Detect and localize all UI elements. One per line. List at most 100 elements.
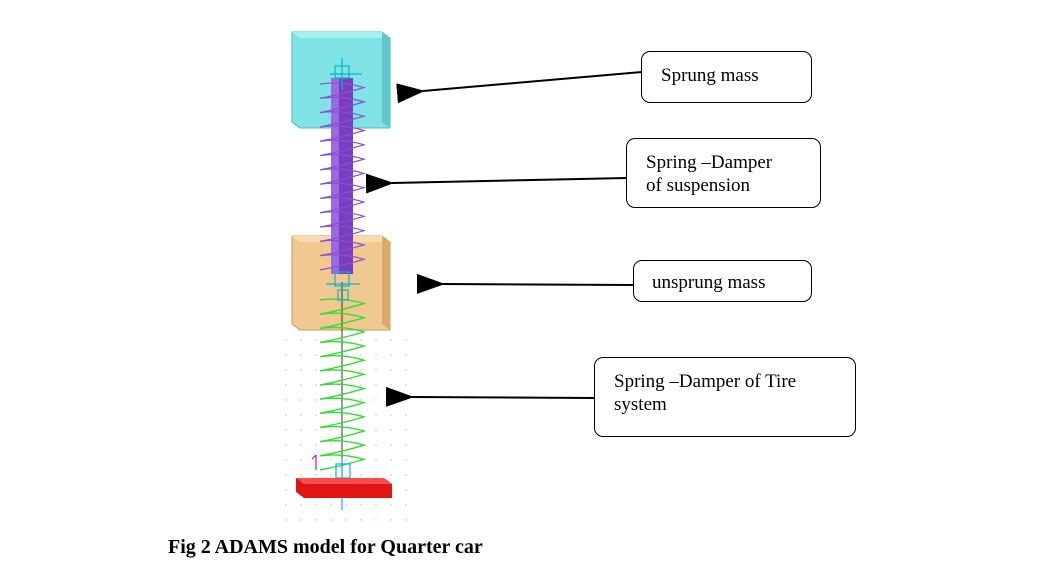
- grid-dot: [375, 399, 377, 401]
- label-unsprung-mass-text: unsprung mass: [652, 272, 766, 293]
- grid-dot: [390, 459, 392, 461]
- unsprung-mass-block: [291, 235, 391, 331]
- grid-dot: [390, 504, 392, 506]
- arrow-suspension: [365, 173, 628, 194]
- grid-dot: [375, 429, 377, 431]
- grid-dot: [375, 339, 377, 341]
- spring-coil-turn: [319, 425, 367, 443]
- grid-dot: [345, 474, 347, 476]
- grid-dot: [330, 444, 332, 446]
- spring-coil-turn: [319, 196, 367, 214]
- spring-coil-turn: [319, 111, 367, 128]
- grid-dot: [360, 369, 362, 371]
- spring-coil-turn: [319, 82, 367, 99]
- grid-dot: [345, 429, 347, 431]
- grid-dot: [405, 519, 407, 521]
- spring-coil-turn: [319, 125, 367, 142]
- grid-dot: [345, 504, 347, 506]
- grid-dot: [405, 489, 407, 491]
- grid-dot: [375, 369, 377, 371]
- arrow-sprung-mass: [396, 71, 643, 104]
- grid-dot: [390, 369, 392, 371]
- grid-dot: [315, 339, 317, 341]
- grid-dot: [285, 519, 287, 521]
- grid-dot: [360, 504, 362, 506]
- grid-dot: [285, 369, 287, 371]
- grid-dot: [375, 444, 377, 446]
- grid-dot: [285, 384, 287, 386]
- spring-coil-turn: [319, 254, 367, 271]
- grid-dot: [315, 369, 317, 371]
- grid-dot: [285, 444, 287, 446]
- grid-dot: [405, 459, 407, 461]
- grid-dot: [315, 474, 317, 476]
- grid-dot: [390, 414, 392, 416]
- grid-dot: [315, 519, 317, 521]
- grid-dot: [375, 504, 377, 506]
- grid-dot: [375, 474, 377, 476]
- grid-dot: [375, 414, 377, 416]
- grid-dot: [345, 414, 347, 416]
- grid-dot: [300, 504, 302, 506]
- grid-dot: [375, 354, 377, 356]
- grid-dot: [315, 504, 317, 506]
- grid-dot: [285, 504, 287, 506]
- grid-dot: [345, 519, 347, 521]
- grid-dot: [330, 459, 332, 461]
- grid-dot: [330, 429, 332, 431]
- spring-coil-turn: [319, 411, 367, 429]
- grid-dot: [300, 519, 302, 521]
- grid-dot: [405, 504, 407, 506]
- spring-coil-turn: [319, 96, 367, 114]
- spring-coil-turn: [319, 182, 367, 200]
- grid-dot: [315, 444, 317, 446]
- spring-coil-turn: [319, 239, 367, 257]
- grid-dot: [405, 399, 407, 401]
- spring-coil-turn: [319, 154, 367, 171]
- grid-dot: [315, 354, 317, 356]
- spring-coil-turn: [319, 326, 367, 344]
- grid-dot: [330, 414, 332, 416]
- grid-dot: [300, 339, 302, 341]
- grid-dot: [345, 354, 347, 356]
- label-suspension: Spring –Damper of suspension: [626, 138, 821, 208]
- label-unsprung-mass: unsprung mass: [633, 260, 812, 302]
- grid-dot: [300, 444, 302, 446]
- grid-dot: [300, 429, 302, 431]
- label-suspension-line1: Spring –Damper: [646, 152, 773, 173]
- grid-dot: [285, 459, 287, 461]
- grid-dot: [360, 384, 362, 386]
- spring-coil-turn: [319, 397, 367, 415]
- grid-dot: [405, 474, 407, 476]
- grid-dot: [330, 504, 332, 506]
- grid-dot: [360, 339, 362, 341]
- label-tire-system-line1: Spring –Damper of Tire: [614, 371, 797, 392]
- grid-dot: [375, 459, 377, 461]
- grid-dot: [390, 399, 392, 401]
- grid-dot: [285, 429, 287, 431]
- grid-dot: [300, 369, 302, 371]
- grid-dot: [405, 354, 407, 356]
- grid-dot: [390, 384, 392, 386]
- grid-dot: [405, 384, 407, 386]
- grid-dot: [375, 519, 377, 521]
- grid-dot: [285, 339, 287, 341]
- label-sprung-mass-text: Sprung mass: [661, 65, 759, 86]
- grid-dot: [360, 354, 362, 356]
- grid-dot: [285, 474, 287, 476]
- grid-dot: [330, 474, 332, 476]
- grid-dot: [345, 339, 347, 341]
- grid-dot: [300, 414, 302, 416]
- grid-dot: [285, 414, 287, 416]
- grid-dot: [300, 474, 302, 476]
- grid-dot: [390, 474, 392, 476]
- grid-dot: [405, 429, 407, 431]
- grid-dot: [390, 519, 392, 521]
- grid-dot: [405, 369, 407, 371]
- spring-coil-turn: [319, 168, 367, 185]
- grid-dot: [360, 474, 362, 476]
- grid-dot: [300, 354, 302, 356]
- ground-plate: [296, 478, 392, 510]
- grid-dot: [315, 429, 317, 431]
